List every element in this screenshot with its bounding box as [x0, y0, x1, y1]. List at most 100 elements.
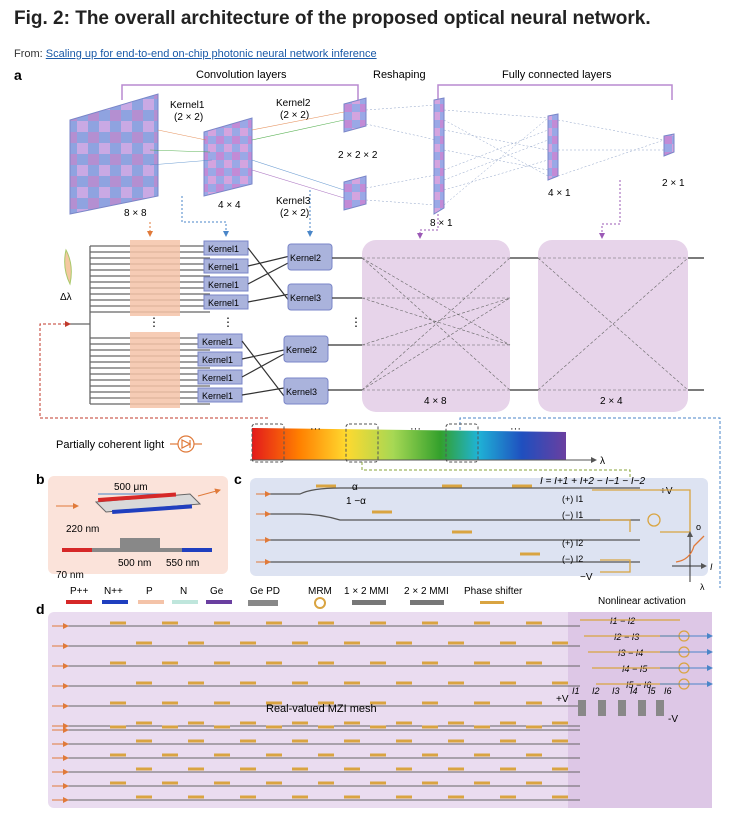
from-prefix: From:: [14, 48, 46, 60]
legend-mrm-icon: [314, 597, 326, 609]
current-i6: I6: [664, 686, 672, 696]
panel-c-bg: [250, 478, 708, 576]
section-fc-label: Fully connected layers: [502, 69, 612, 81]
feature-map-4x4: [203, 117, 253, 197]
current-i2: I2: [592, 686, 600, 696]
vdots-mid: ⋮: [350, 315, 362, 329]
dim-8x8: 8 × 8: [124, 208, 147, 219]
panel-c-input-arrows: [256, 491, 271, 565]
diff-1: I1 − I2: [610, 616, 635, 626]
panel-c-phase-shifters: [316, 484, 540, 556]
mzi-mesh-waveguides: [62, 625, 580, 801]
chip-kernel1-t0: Kernel1: [208, 244, 239, 254]
chip-kernel1-b0: Kernel1: [202, 337, 233, 347]
chip-kernel3-top-label: Kernel3: [290, 293, 321, 303]
spectrum-dots-2: ···: [410, 423, 421, 435]
chip-kernel2-top: [287, 243, 333, 271]
p-plus-rail: [98, 492, 177, 502]
panel-c-label: c: [234, 471, 242, 487]
kernel1-boxes-top: [203, 240, 249, 310]
modulator-array-bottom: [130, 332, 180, 408]
axis-o: o: [696, 522, 701, 532]
section-reshaping-label: Reshaping: [373, 69, 426, 81]
diff-5: I5 − I6: [626, 680, 651, 690]
dim-220nm: 220 nm: [66, 524, 99, 535]
dim-550nm: 550 nm: [166, 558, 199, 569]
chip-kernel1-b2: Kernel1: [202, 373, 233, 383]
chip-kernel3-top: [287, 283, 333, 311]
panel-d-label: d: [36, 601, 45, 617]
vector-8x1: [433, 97, 445, 215]
mesh-2x4: [538, 240, 688, 412]
source-article-link[interactable]: Scaling up for end-to-end on-chip photon…: [45, 48, 377, 60]
current-i3: I3: [612, 686, 620, 696]
legend-p: P: [146, 586, 153, 597]
kernel2-name: Kernel2: [276, 98, 311, 109]
delta-lambda-icon: [64, 248, 72, 286]
panel-a-label: a: [14, 67, 22, 83]
panel-d-bg: [48, 612, 712, 808]
feedback-dashed-path: [39, 321, 268, 419]
alpha-label: α: [352, 482, 358, 493]
kernel1-name: Kernel1: [170, 100, 205, 111]
conv-connection-lines: [149, 111, 345, 199]
axis-lambda: λ: [700, 582, 705, 592]
mesh-2x4-connections: [537, 257, 689, 391]
diff-3: I3 − I4: [618, 648, 643, 658]
plus-v-d: +V: [556, 694, 569, 705]
chip-kernel3-bottom: [283, 377, 329, 405]
cross-section-n: [182, 548, 212, 552]
panel-b-label: b: [36, 471, 45, 487]
panel-c-waveguides: [266, 487, 640, 563]
mesh-2x4-label: 2 × 4: [600, 396, 623, 407]
plus-v-c: +V: [660, 486, 673, 497]
dim-2x1: 2 × 1: [662, 178, 685, 189]
chip-kernel3-bottom-label: Kernel3: [286, 387, 317, 397]
chip-kernel1-t3: Kernel1: [208, 298, 239, 308]
modulator-array-top: [130, 240, 180, 316]
minus-v-c: −V: [580, 572, 593, 583]
legend-ge-pd: Ge PD: [250, 586, 280, 597]
legend-p-swatch: [138, 600, 164, 604]
spectrum-dots-1: ···: [310, 423, 321, 435]
figure-title: Fig. 2: The overall architecture of the …: [14, 8, 651, 29]
chip-kernel2-bottom: [283, 335, 329, 363]
mesh-4x8: [362, 240, 510, 412]
vdots-kernels: ⋮: [222, 315, 234, 329]
chip-kernel2-bottom-label: Kernel2: [286, 345, 317, 355]
dim-8x1: 8 × 1: [430, 218, 453, 229]
legend-mmi22-icon: [410, 600, 444, 605]
panel-c-readout-circuit: [592, 489, 691, 573]
section-convolution-label: Convolution layers: [196, 69, 287, 81]
input-image-8x8: [69, 93, 159, 215]
current-equation: I = I+1 + I+2 − I−1 − I−2: [540, 476, 646, 487]
chip-kernel1-b1: Kernel1: [202, 355, 233, 365]
feature-map-2x2-top: [343, 97, 367, 133]
legend-phase-shifter-icon: [480, 601, 504, 604]
dim-70nm: 70 nm: [56, 570, 84, 581]
dim-4x4: 4 × 4: [218, 200, 241, 211]
input-splitter: [70, 246, 91, 404]
minus-v-d: -V: [668, 714, 678, 725]
chip-kernel1-b3: Kernel1: [202, 391, 233, 401]
activation-output-arrows: [660, 633, 713, 687]
kernel1-boxes-bottom: [197, 333, 243, 403]
legend-n-swatch: [172, 600, 198, 604]
map-arrow-kernel1: [181, 196, 229, 237]
axis-i: I: [710, 562, 713, 572]
kernel1-size: (2 × 2): [174, 112, 203, 123]
kernel-crossing-lines: [241, 247, 291, 397]
kernel3-size: (2 × 2): [280, 208, 309, 219]
chip-kernel1-t1: Kernel1: [208, 262, 239, 272]
current-i1: I1: [572, 686, 580, 696]
map-arrow-8x1: [417, 214, 439, 239]
vdots-left: ⋮: [148, 315, 160, 329]
map-arrow-2x1: [599, 180, 621, 239]
mzi-mesh-label: Real-valued MZI mesh: [266, 703, 377, 715]
source-line: From: Scaling up for end-to-end on-chip …: [14, 48, 377, 60]
photodiode-columns: [578, 700, 664, 716]
i-minus1-label: (−) I1: [562, 510, 583, 520]
delta-lambda-label: Δλ: [60, 292, 72, 303]
mesh-io-waveguides: [328, 257, 704, 391]
legend-mmi22: 2 × 2 MMI: [404, 586, 449, 597]
